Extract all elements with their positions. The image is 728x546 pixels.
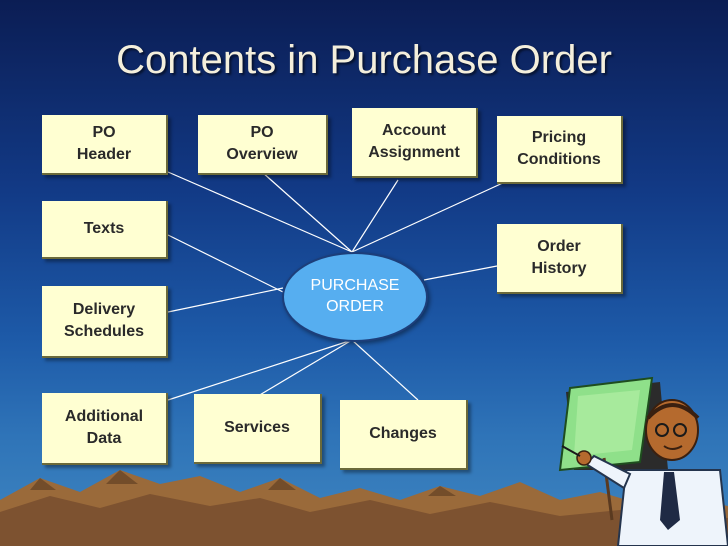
connector-changes bbox=[351, 339, 419, 401]
slide-title: Contents in Purchase Order bbox=[116, 38, 612, 82]
node-account-assignment: Account Assignment bbox=[352, 108, 478, 178]
node-services: Services bbox=[194, 394, 322, 464]
connector-services bbox=[257, 339, 353, 397]
node-texts: Texts bbox=[42, 201, 168, 259]
node-changes: Changes bbox=[340, 400, 468, 470]
node-order-history: Order History bbox=[497, 224, 623, 294]
connector-po-overview bbox=[261, 171, 353, 253]
node-delivery-schedules: Delivery Schedules bbox=[42, 286, 168, 358]
hub-purchase-order: PURCHASE ORDER bbox=[282, 252, 428, 342]
node-additional-data: Additional Data bbox=[42, 393, 168, 465]
node-po-header: PO Header bbox=[42, 115, 168, 175]
connector-order-history bbox=[423, 265, 498, 281]
teacher-figure-icon bbox=[561, 399, 728, 546]
node-po-overview: PO Overview bbox=[198, 115, 328, 175]
connector-delivery-schedules bbox=[167, 287, 284, 313]
connector-additional-data bbox=[167, 339, 353, 401]
connector-texts bbox=[167, 234, 284, 293]
node-pricing-conditions: Pricing Conditions bbox=[497, 116, 623, 184]
connector-pricing-conditions bbox=[351, 181, 506, 253]
connector-account-assignment bbox=[351, 179, 399, 253]
connector-po-header bbox=[167, 171, 353, 253]
